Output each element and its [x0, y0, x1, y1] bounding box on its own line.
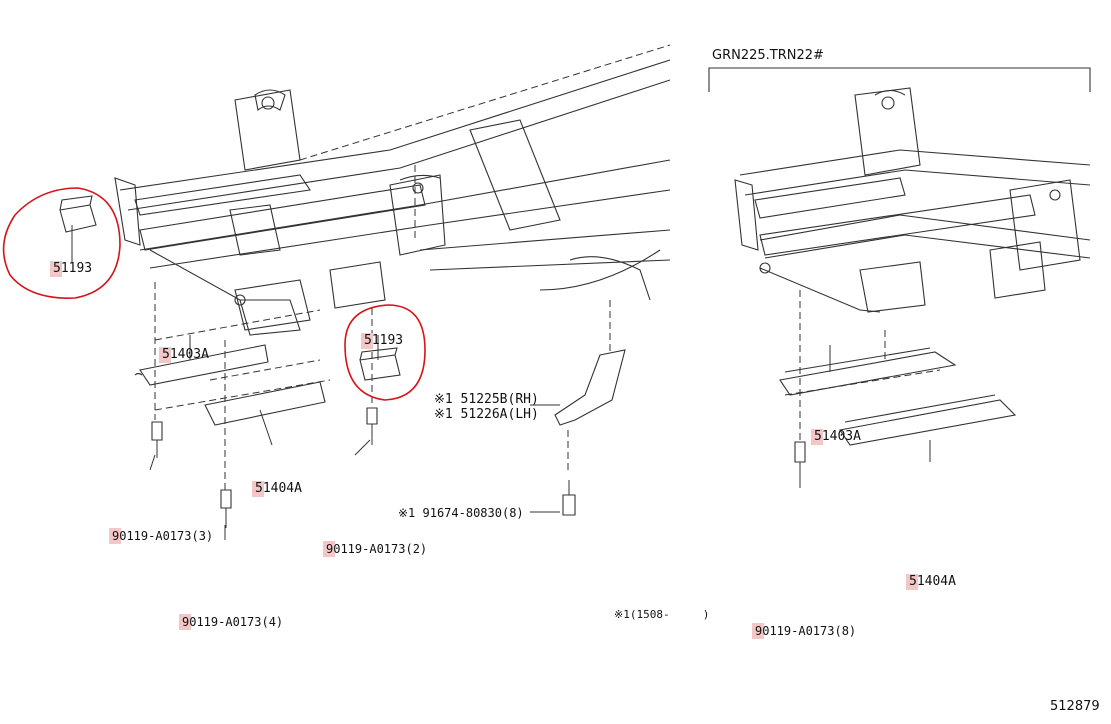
- part-label-51226a-lh[interactable]: ※1 51226A(LH): [434, 407, 539, 422]
- part-label-90119-a0173-3[interactable]: 90119-A0173(3): [109, 528, 1111, 544]
- red-annotation-circle-right: [344, 304, 426, 401]
- part-label-51225b-rh[interactable]: ※1 51225B(RH): [434, 392, 539, 407]
- red-annotation-circle-left: [2, 187, 121, 299]
- right-frame-drawing: [708, 67, 1091, 488]
- part-label-90119-a0173-4[interactable]: 90119-A0173(4): [179, 614, 1111, 630]
- part-label-51404a-right[interactable]: 51404A: [906, 574, 1111, 590]
- part-label-51404a-left[interactable]: 51404A: [252, 481, 1111, 497]
- part-label-90119-a0173-8[interactable]: 90119-A0173(8): [752, 623, 1111, 639]
- part-label-51403a-right[interactable]: 51403A: [811, 429, 1111, 445]
- left-frame-drawing: [2, 44, 671, 540]
- footnote: ※1(1508- ): [614, 608, 710, 621]
- part-label-51193-left[interactable]: 51193: [50, 261, 1111, 277]
- drawing-number: 512879: [1050, 699, 1100, 714]
- part-label-51403a-left[interactable]: 51403A: [159, 347, 1111, 363]
- part-label-51193-right[interactable]: 51193: [361, 333, 1111, 349]
- part-label-90119-a0173-2[interactable]: 90119-A0173(2): [323, 541, 1111, 557]
- variant-header: GRN225.TRN22#: [712, 48, 824, 63]
- part-label-91674-80830[interactable]: ※1 91674-80830(8): [398, 506, 524, 520]
